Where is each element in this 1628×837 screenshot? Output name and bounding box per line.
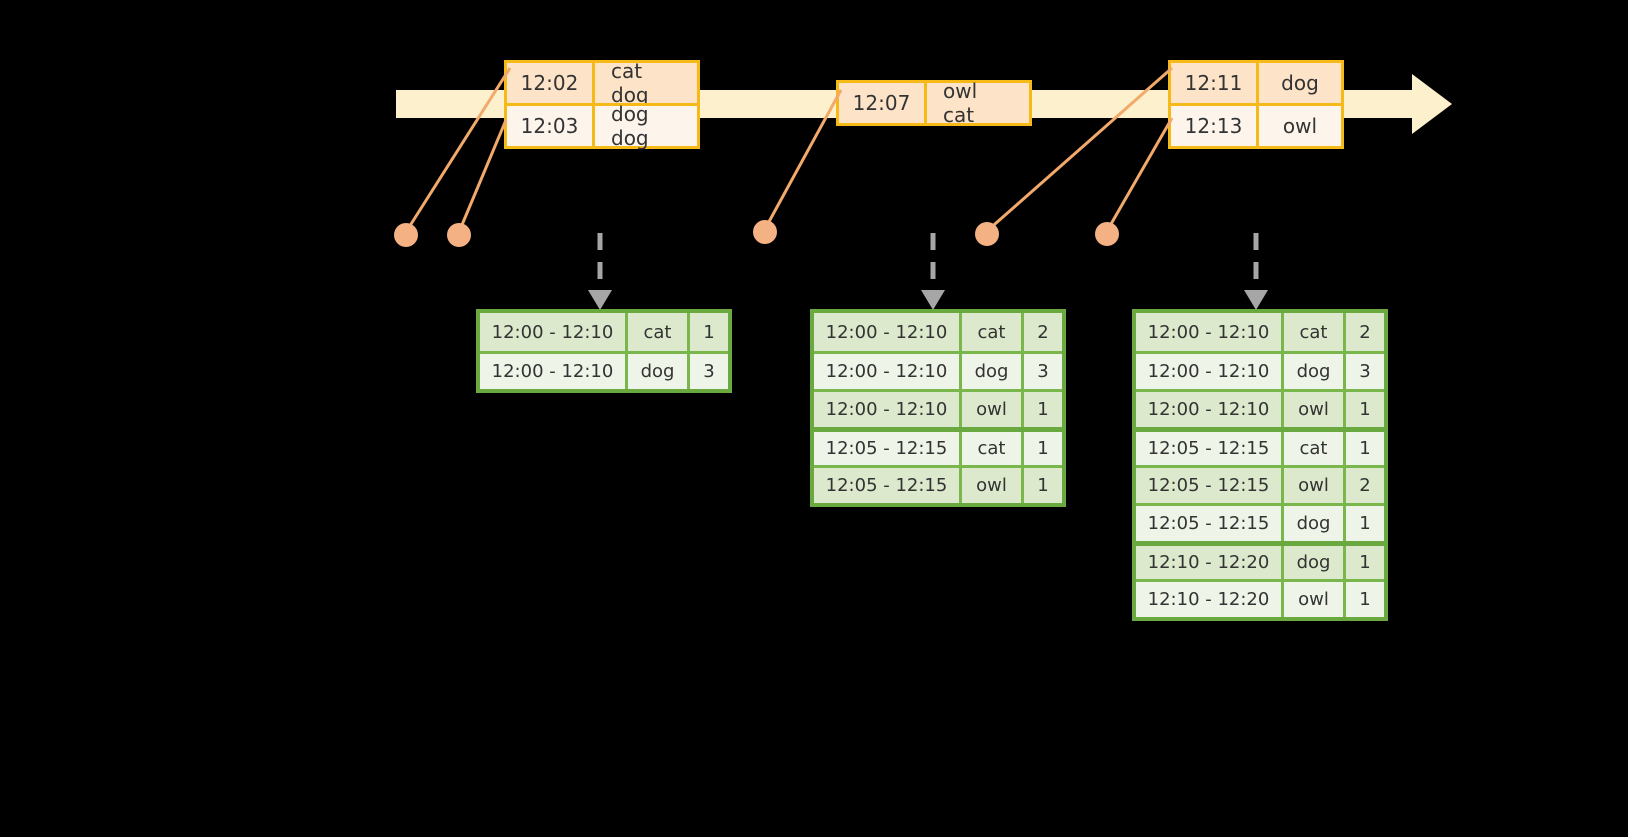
- cell-key: owl: [962, 392, 1024, 427]
- timeline-arrowhead-icon: [1412, 74, 1452, 134]
- event-row: 12:11 dog: [1171, 63, 1341, 103]
- event-value: dog dog: [611, 102, 649, 150]
- cell-count: 1: [1359, 399, 1371, 420]
- cell-key: dog: [1284, 354, 1346, 389]
- cell-window: 12:00 - 12:10: [480, 354, 628, 389]
- cell-window: 12:05 - 12:15: [1136, 432, 1284, 465]
- cell-key: cat: [962, 432, 1024, 465]
- cell-window: 12:10 - 12:20: [1136, 546, 1284, 579]
- cell-window: 12:00 - 12:10: [480, 313, 628, 351]
- timeline-event-box-c[interactable]: 12:11 dog 12:13 owl: [1168, 60, 1344, 149]
- cell-window: 12:00 - 12:10: [814, 313, 962, 351]
- event-value: cat dog: [611, 59, 649, 107]
- event-time: 12:03: [507, 106, 595, 146]
- timeline-event-box-b[interactable]: 12:07 owl cat: [836, 79, 1032, 127]
- cell-key: dog: [1284, 506, 1346, 541]
- cell-count: 3: [1037, 361, 1049, 382]
- cell-key: dog: [1284, 546, 1346, 579]
- cell-count: 1: [1037, 399, 1049, 420]
- cell-key: dog: [962, 354, 1024, 389]
- cell-count: 2: [1359, 475, 1371, 496]
- cell-key: owl: [1284, 392, 1346, 427]
- event-connector-dots: [394, 220, 1119, 247]
- cell-key: owl: [962, 468, 1024, 503]
- cell-count: 2: [1359, 321, 1371, 343]
- event-time: 12:02: [507, 63, 595, 103]
- cell-key: owl: [1284, 468, 1346, 503]
- event-value: owl cat: [943, 79, 978, 127]
- timeline-event-box-a[interactable]: 12:02 cat dog 12:03 dog dog: [504, 59, 700, 150]
- cell-count: 1: [1037, 475, 1049, 496]
- cell-key: owl: [1284, 582, 1346, 617]
- cell-count: 1: [1359, 552, 1371, 573]
- cell-window: 12:00 - 12:10: [814, 354, 962, 389]
- event-time: 12:11: [1171, 63, 1259, 103]
- cell-window: 12:00 - 12:10: [1136, 354, 1284, 389]
- cell-key: cat: [1284, 313, 1346, 351]
- dashed-down-arrows: [588, 233, 1268, 310]
- event-row: 12:03 dog dog: [507, 102, 697, 150]
- cell-window: 12:10 - 12:20: [1136, 582, 1284, 617]
- cell-window: 12:05 - 12:15: [814, 468, 962, 503]
- cell-count: 1: [1359, 438, 1371, 459]
- cell-key: cat: [962, 313, 1024, 351]
- cell-count: 1: [1359, 589, 1371, 610]
- event-time: 12:13: [1171, 106, 1259, 146]
- cell-key: dog: [628, 354, 690, 389]
- cell-count: 2: [1037, 321, 1049, 343]
- cell-key: cat: [628, 313, 690, 351]
- cell-count: 1: [1037, 438, 1049, 459]
- cell-count: 3: [703, 361, 715, 382]
- cell-window: 12:05 - 12:15: [1136, 468, 1284, 503]
- event-row: 12:07 owl cat: [839, 79, 1029, 127]
- cell-window: 12:00 - 12:10: [814, 392, 962, 427]
- cell-count: 1: [703, 321, 715, 343]
- event-row: 12:13 owl: [1171, 103, 1341, 146]
- cell-count: 3: [1359, 361, 1371, 382]
- cell-window: 12:00 - 12:10: [1136, 313, 1284, 351]
- cell-window: 12:05 - 12:15: [814, 432, 962, 465]
- cell-count: 1: [1359, 513, 1371, 534]
- cell-window: 12:05 - 12:15: [1136, 506, 1284, 541]
- event-value: owl: [1282, 114, 1318, 138]
- event-row: 12:02 cat dog: [507, 59, 697, 107]
- cell-key: cat: [1284, 432, 1346, 465]
- event-value: dog: [1281, 71, 1319, 95]
- cell-window: 12:00 - 12:10: [1136, 392, 1284, 427]
- event-time: 12:07: [839, 83, 927, 123]
